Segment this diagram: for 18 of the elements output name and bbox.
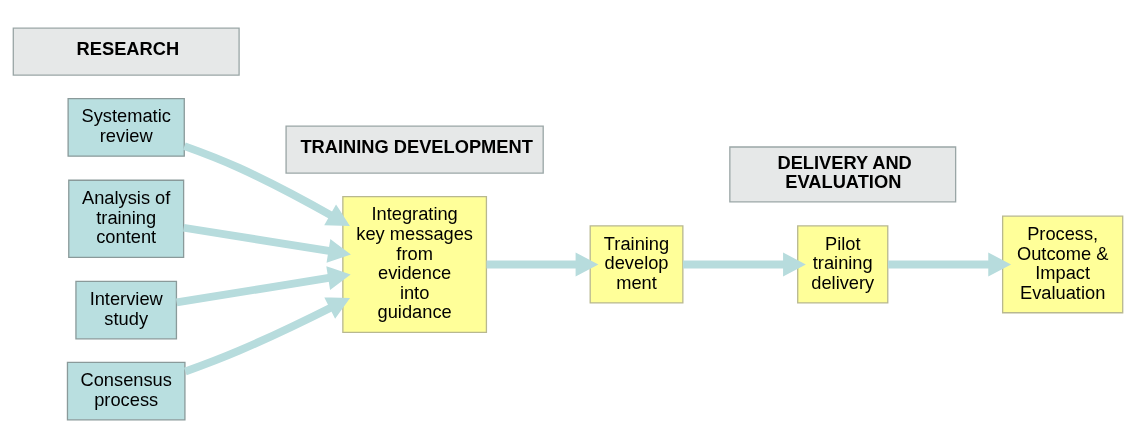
arrow (486, 252, 599, 277)
node-box: Process, Outcome & Impact Evaluation (1001, 215, 1124, 314)
node-box: Analysis of training content (68, 179, 185, 258)
node-box: DELIVERY AND EVALUATION (729, 146, 957, 203)
node-box: Systematic review (67, 98, 185, 157)
arrow (183, 142, 350, 227)
node-box: Integrating key messages from evidence into guidance (342, 195, 488, 333)
arrow (176, 266, 351, 307)
arrow (183, 223, 351, 263)
node-box: TRAINING DEVELOPMENT (285, 125, 544, 174)
arrow (184, 297, 351, 376)
node-box: Pilot training delivery (797, 225, 889, 304)
node-box: RESEARCH (12, 27, 240, 76)
node-box: Interview study (75, 280, 178, 340)
arrow (683, 252, 806, 277)
node-box: Training develop ment (589, 225, 684, 304)
node-box: Consensus process (66, 361, 186, 421)
arrow (888, 252, 1012, 277)
